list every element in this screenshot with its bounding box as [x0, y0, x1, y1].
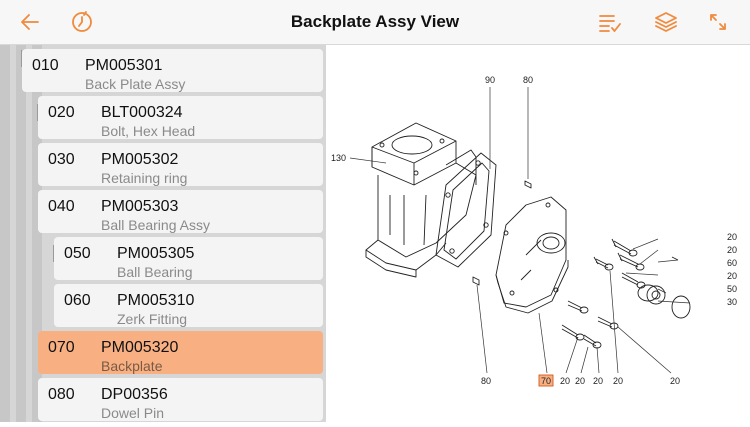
arrow-left-icon[interactable] — [16, 8, 44, 36]
tree-item-040[interactable]: 040 PM005303 Ball Bearing Assy — [38, 190, 323, 233]
callout-70-highlight — [538, 374, 554, 387]
callout-20: 20 — [593, 376, 603, 386]
dowel-pin-part[interactable] — [472, 276, 480, 286]
navigation-bar: Backplate Assy View — [0, 0, 750, 45]
callout-60: 60 — [727, 258, 737, 268]
tree-item-080[interactable]: 080 DP00356 Dowel Pin — [38, 378, 323, 421]
tree-rail — [16, 45, 26, 422]
item-number: 040 — [48, 198, 75, 215]
part-description: Bolt, Hex Head — [101, 123, 196, 139]
callout-20: 20 — [727, 271, 737, 281]
item-number: 050 — [64, 245, 91, 262]
item-number: 020 — [48, 104, 75, 121]
part-description: Dowel Pin — [101, 405, 165, 421]
part-description: Ball Bearing Assy — [101, 217, 210, 233]
part-number: PM005301 — [85, 57, 163, 74]
callout-20: 20 — [613, 376, 623, 386]
page-title: Backplate Assy View — [290, 12, 460, 31]
expand-icon[interactable] — [704, 8, 732, 36]
zerk-fitting-part[interactable] — [671, 256, 679, 261]
item-number: 080 — [48, 386, 75, 403]
bearing-part[interactable] — [637, 284, 666, 305]
part-description: Ball Bearing — [117, 264, 193, 280]
part-description: Zerk Fitting — [117, 311, 188, 327]
item-number: 030 — [48, 151, 75, 168]
part-description: Backplate — [101, 358, 163, 374]
tree-item-020[interactable]: 020 BLT000324 Bolt, Hex Head — [38, 96, 323, 139]
callout-130: 130 — [331, 153, 346, 163]
part-number: PM005303 — [101, 198, 179, 215]
bolt-part[interactable] — [561, 238, 646, 349]
tree-item-050[interactable]: 050 PM005305 Ball Bearing — [54, 237, 323, 280]
part-number: PM005302 — [101, 151, 179, 168]
housing-part[interactable] — [365, 122, 477, 278]
item-number: 070 — [48, 339, 75, 356]
retaining-ring-part[interactable] — [671, 295, 691, 319]
callout-labels: 90 80 130 20 20 60 20 50 30 80 70 20 20 … — [331, 75, 737, 387]
item-number: 010 — [32, 57, 59, 74]
layers-icon[interactable] — [652, 8, 680, 36]
checklist-icon[interactable] — [596, 8, 624, 36]
dowel-pin-part[interactable] — [524, 180, 532, 189]
parts-tree: 010 PM005301 Back Plate Assy 020 BLT0003… — [0, 45, 326, 422]
callout-20: 20 — [727, 245, 737, 255]
callout-20: 20 — [560, 376, 570, 386]
callout-20: 20 — [670, 376, 680, 386]
part-number: DP00356 — [101, 386, 168, 403]
tree-rail — [32, 45, 42, 422]
clock-history-icon[interactable] — [68, 8, 96, 36]
callout-50: 50 — [727, 284, 737, 294]
part-description: Back Plate Assy — [85, 76, 186, 92]
callout-80: 80 — [523, 75, 533, 85]
tree-item-010[interactable]: 010 PM005301 Back Plate Assy — [22, 49, 323, 92]
backplate-part[interactable] — [495, 196, 569, 314]
part-number: PM005310 — [117, 292, 195, 309]
callout-80: 80 — [481, 376, 491, 386]
gasket-part[interactable] — [435, 152, 497, 268]
tree-rail — [0, 45, 10, 422]
callout-70[interactable]: 70 — [541, 376, 551, 386]
part-number: PM005305 — [117, 245, 195, 262]
leader-lines — [349, 87, 691, 374]
exploded-view-diagram[interactable]: 90 80 130 20 20 60 20 50 30 80 70 20 20 … — [326, 45, 750, 422]
callout-30: 30 — [727, 297, 737, 307]
tree-item-060[interactable]: 060 PM005310 Zerk Fitting — [54, 284, 323, 327]
part-number: PM005320 — [101, 339, 179, 356]
callout-20: 20 — [727, 232, 737, 242]
tree-item-030[interactable]: 030 PM005302 Retaining ring — [38, 143, 323, 186]
part-number: BLT000324 — [101, 104, 183, 121]
tree-item-070-selected[interactable]: 070 PM005320 Backplate — [38, 331, 323, 374]
callout-90: 90 — [485, 75, 495, 85]
part-description: Retaining ring — [101, 170, 188, 186]
callout-20: 20 — [575, 376, 585, 386]
item-number: 060 — [64, 292, 91, 309]
